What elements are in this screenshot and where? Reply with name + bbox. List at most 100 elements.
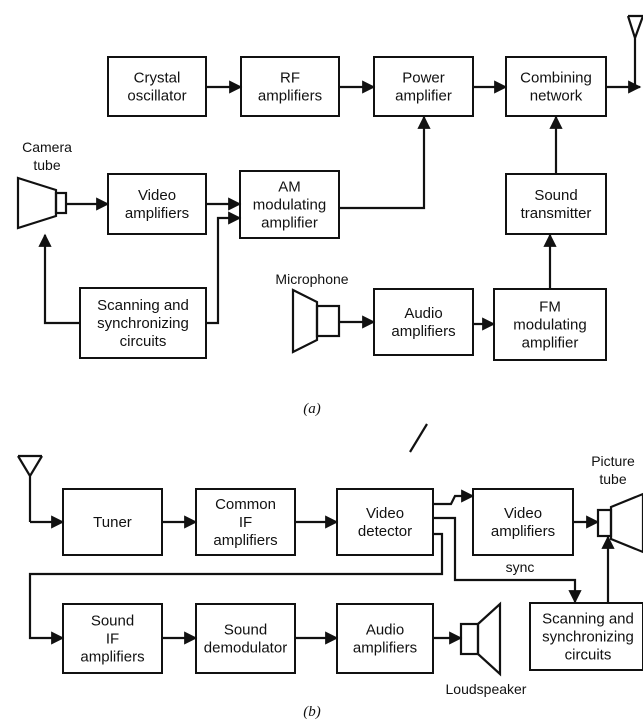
tuner-block: Tuner — [62, 488, 163, 556]
label-line: amplifier — [261, 215, 318, 232]
label-line: Crystal — [134, 70, 181, 87]
microphone-label: Microphone — [275, 271, 348, 287]
wire-detector-to-video-amp — [433, 489, 475, 506]
label-line: amplifier — [522, 335, 579, 352]
label-line: Audio — [366, 622, 404, 639]
label-line: Audio — [404, 305, 442, 322]
camera-tube-icon — [16, 176, 68, 230]
tuner-label: Tuner — [93, 514, 132, 531]
label-line: Picture — [591, 453, 635, 469]
label-line: modulating — [513, 317, 586, 334]
loudspeaker-icon — [459, 601, 502, 677]
label-line: amplifiers — [80, 649, 144, 666]
wire-am-to-power — [339, 115, 431, 210]
label-line: Power — [402, 70, 445, 87]
label-line: modulating — [253, 197, 326, 214]
label-line: IF — [106, 631, 119, 648]
label-line: AM — [278, 179, 301, 196]
label-line: circuits — [565, 647, 612, 664]
label-line: detector — [358, 523, 412, 540]
label-line: circuits — [120, 333, 167, 350]
label-line: Camera — [22, 139, 72, 155]
label-line: amplifiers — [125, 205, 189, 222]
label-line: amplifiers — [213, 532, 277, 549]
caption-a: (a) — [303, 401, 321, 417]
wire-detector-to-sound-if — [28, 532, 444, 645]
label-line: Video — [504, 505, 542, 522]
label-line: Common — [215, 496, 276, 513]
label-line: Video — [138, 187, 176, 204]
label-line: oscillator — [127, 88, 186, 105]
label-line: amplifiers — [353, 640, 417, 657]
wire-scanning-to-camera — [38, 233, 80, 325]
label-line: Sound — [224, 622, 267, 639]
caption-b: (b) — [303, 704, 321, 720]
label-line: tube — [599, 471, 626, 487]
label-line: Tuner — [93, 514, 132, 531]
label-line: Combining — [520, 70, 592, 87]
label-line: transmitter — [521, 205, 592, 222]
label-line: Scanning and — [97, 297, 189, 314]
label-line: network — [530, 88, 583, 105]
antenna-rx-icon — [17, 454, 43, 522]
label-line: amplifiers — [491, 523, 555, 540]
label-line: amplifier — [395, 88, 452, 105]
picture-tube-icon — [596, 492, 643, 554]
label-line: tube — [33, 157, 60, 173]
microphone-icon — [291, 288, 341, 354]
label-line: Scanning and — [542, 611, 634, 628]
label-line: FM — [539, 299, 561, 316]
antenna-tx-icon — [626, 14, 643, 86]
label-line: amplifiers — [258, 88, 322, 105]
picture-tube-label: Picture tube — [591, 453, 635, 487]
sync-label: sync — [506, 559, 535, 575]
label-line: IF — [239, 514, 252, 531]
label-line: synchronizing — [97, 315, 189, 332]
label-line: demodulator — [204, 640, 287, 657]
label-line: synchronizing — [542, 629, 634, 646]
wire-detector-to-scanning-sync — [433, 516, 582, 604]
wire-scanning-to-am — [206, 211, 242, 325]
camera-tube-label: Camera tube — [22, 139, 72, 173]
label-line: amplifiers — [391, 323, 455, 340]
label-line: Video — [366, 505, 404, 522]
label-line: RF — [280, 70, 300, 87]
loudspeaker-label: Loudspeaker — [446, 681, 527, 697]
label-line: Sound — [534, 187, 577, 204]
